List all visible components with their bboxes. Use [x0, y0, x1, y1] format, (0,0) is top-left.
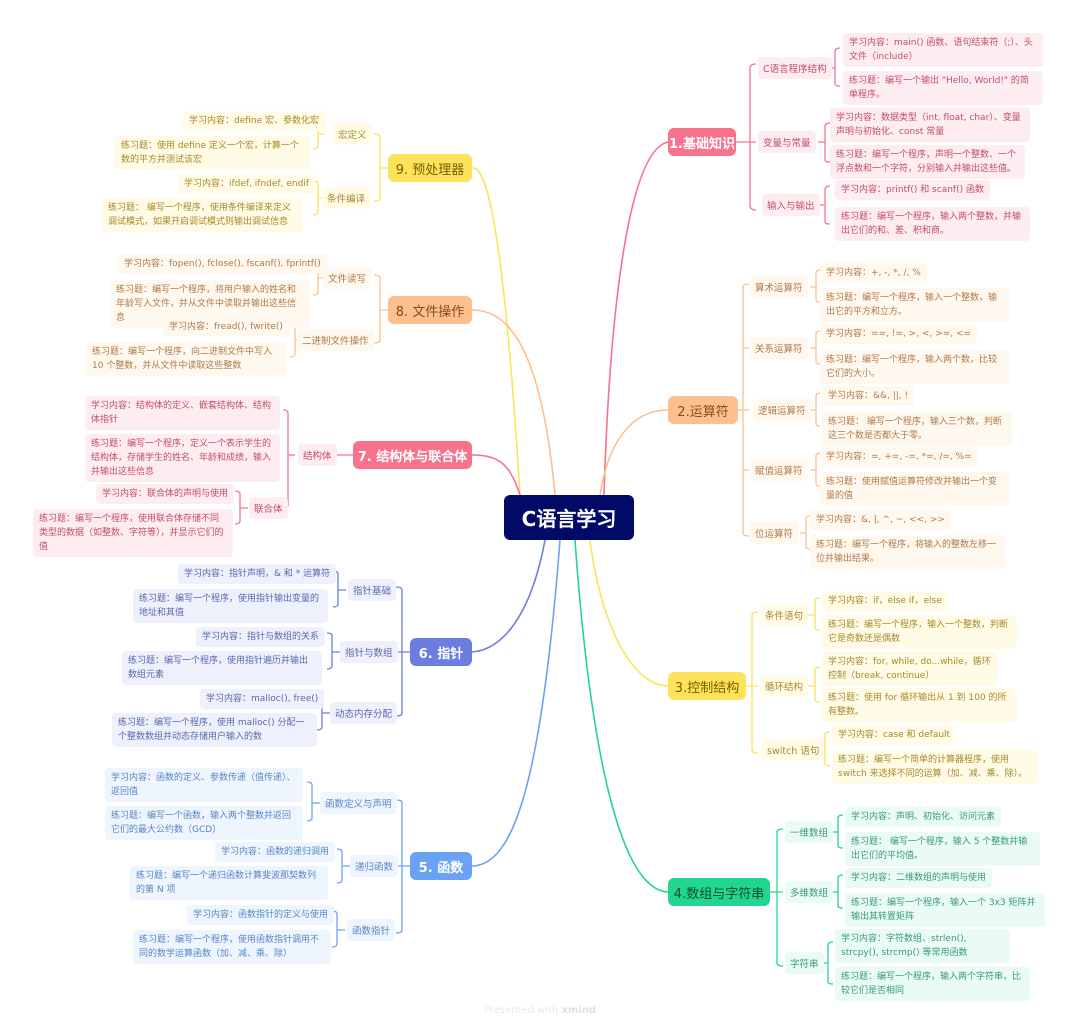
leaf-io-content[interactable]: 学习内容：printf() 和 scanf() 函数 — [835, 180, 990, 200]
leaf-pointer-basics-content[interactable]: 学习内容：指针声明，& 和 * 运算符 — [178, 564, 337, 584]
watermark-brand: xmind — [561, 1005, 597, 1016]
leaf-recursion-exercise[interactable]: 练习题：编写一个递归函数计算斐波那契数列的第 N 项 — [130, 866, 328, 900]
leaf-bitwise-content[interactable]: 学习内容：&, |, ^, ~, <<, >> — [810, 510, 951, 530]
subtopic-func-pointers[interactable]: 函数指针 — [347, 919, 396, 941]
subtopic-file-rw[interactable]: 文件读写 — [323, 267, 372, 289]
leaf-io-exercise[interactable]: 练习题：编写一个程序，输入两个整数，并输出它们的和、差、积和商。 — [835, 207, 1030, 241]
subtopic-binary-file[interactable]: 二进制文件操作 — [297, 329, 374, 351]
topic-file-ops[interactable]: 8. 文件操作 — [388, 296, 472, 324]
leaf-relational-exercise[interactable]: 练习题：编写一个程序，输入两个数，比较它们的大小。 — [820, 350, 1010, 384]
leaf-conditionals-exercise[interactable]: 练习题：编写一个程序，输入一个整数，判断它是奇数还是偶数 — [822, 615, 1017, 649]
subtopic-conditionals[interactable]: 条件语句 — [760, 604, 809, 626]
leaf-pointer-basics-exercise[interactable]: 练习题：编写一个程序，使用指针输出变量的地址和其值 — [133, 589, 328, 623]
subtopic-switch[interactable]: switch 语句 — [762, 739, 825, 761]
topic-control-structures[interactable]: 3.控制结构 — [668, 672, 746, 700]
watermark: Presented with xmind — [0, 1005, 1080, 1016]
subtopic-pointers-arrays[interactable]: 指针与数组 — [340, 641, 398, 663]
subtopic-multi-arrays[interactable]: 多维数组 — [785, 881, 834, 903]
topic-operators[interactable]: 2.运算符 — [668, 396, 738, 424]
subtopic-variables[interactable]: 变量与常量 — [758, 131, 816, 153]
leaf-assignment-content[interactable]: 学习内容：=, +=, -=, *=, /=, %= — [820, 447, 978, 467]
topic-preprocessor[interactable]: 9. 预处理器 — [388, 154, 472, 182]
leaf-file-rw-content[interactable]: 学习内容：fopen(), fclose(), fscanf(), fprint… — [118, 254, 327, 274]
leaf-macros-exercise[interactable]: 练习题：使用 define 定义一个宏，计算一个数的平方并测试该宏 — [115, 136, 310, 170]
leaf-func-definition-exercise[interactable]: 练习题：编写一个函数，输入两个整数并返回它们的最大公约数（GCD） — [105, 806, 303, 840]
leaf-unions-exercise[interactable]: 练习题：编写一个程序，使用联合体存储不同类型的数据（如整数、字符等），并显示它们… — [33, 509, 233, 557]
leaf-structs-exercise[interactable]: 练习题：编写一个程序，定义一个表示学生的结构体，存储学生的姓名、年龄和成绩，输入… — [85, 434, 280, 482]
leaf-dynamic-memory-exercise[interactable]: 练习题：编写一个程序，使用 malloc() 分配一个整数数组并动态存储用户输入… — [112, 713, 317, 747]
topic-functions[interactable]: 5. 函数 — [410, 852, 472, 880]
leaf-dynamic-memory-content[interactable]: 学习内容：malloc(), free() — [200, 689, 325, 709]
subtopic-pointer-basics[interactable]: 指针基础 — [348, 579, 397, 601]
subtopic-io[interactable]: 输入与输出 — [762, 194, 820, 216]
leaf-switch-exercise[interactable]: 练习题：编写一个简单的计算器程序，使用 switch 来选择不同的运算（加、减、… — [832, 750, 1037, 784]
leaf-variables-content[interactable]: 学习内容：数据类型（int, float, char）、变量声明与初始化、con… — [830, 108, 1030, 142]
leaf-conditional-compile-exercise[interactable]: 练习题： 编写一个程序，使用条件编译来定义调试模式，如果开启调试模式则输出调试信… — [102, 198, 302, 232]
leaf-arithmetic-content[interactable]: 学习内容：+, -, *, /, % — [820, 263, 927, 283]
leaf-variables-exercise[interactable]: 练习题：编写一个程序，声明一个整数、一个浮点数和一个字符，分别输入并输出这些值。 — [830, 145, 1025, 179]
subtopic-strings[interactable]: 字符串 — [785, 952, 824, 974]
leaf-switch-content[interactable]: 学习内容：case 和 default — [832, 725, 957, 745]
leaf-program-structure-content[interactable]: 学习内容：main() 函数、语句结束符（;）、头文件（include） — [843, 33, 1043, 67]
leaf-func-definition-content[interactable]: 学习内容：函数的定义、参数传递（值传递）、返回值 — [105, 768, 303, 802]
leaf-conditionals-content[interactable]: 学习内容：if，else if，else — [822, 591, 948, 611]
subtopic-1d-arrays[interactable]: 一维数组 — [785, 821, 834, 843]
leaf-1d-arrays-content[interactable]: 学习内容：声明、初始化、访问元素 — [845, 807, 1002, 827]
leaf-logical-exercise[interactable]: 练习题： 编写一个程序，输入三个数，判断这三个数是否都大于零。 — [822, 412, 1012, 446]
leaf-binary-file-exercise[interactable]: 练习题：编写一个程序，向二进制文件中写入 10 个整数，并从文件中读取这些整数 — [86, 342, 286, 376]
topic-basics[interactable]: 1.基础知识 — [668, 128, 736, 156]
subtopic-unions[interactable]: 联合体 — [249, 497, 288, 519]
subtopic-macros[interactable]: 宏定义 — [333, 123, 372, 145]
leaf-logical-content[interactable]: 学习内容：&&, ||, ! — [822, 386, 915, 406]
subtopic-logical[interactable]: 逻辑运算符 — [753, 399, 811, 421]
leaf-pointers-arrays-content[interactable]: 学习内容：指针与数组的关系 — [196, 627, 326, 647]
subtopic-loops[interactable]: 循环结构 — [760, 675, 809, 697]
leaf-pointers-arrays-exercise[interactable]: 练习题：编写一个程序，使用指针遍历并输出数组元素 — [122, 651, 322, 685]
subtopic-program-structure[interactable]: C语言程序结构 — [758, 57, 832, 79]
leaf-program-structure-exercise[interactable]: 练习题：编写一个输出 "Hello, World!" 的简单程序。 — [843, 71, 1043, 105]
central-topic[interactable]: C语言学习 — [504, 495, 634, 540]
leaf-multi-arrays-exercise[interactable]: 练习题：编写一个程序，输入一个 3x3 矩阵并输出其转置矩阵 — [845, 893, 1045, 927]
leaf-relational-content[interactable]: 学习内容：==, !=, >, <, >=, <= — [820, 324, 978, 344]
leaf-recursion-content[interactable]: 学习内容：函数的递归调用 — [215, 842, 336, 862]
leaf-strings-content[interactable]: 学习内容：字符数组、strlen(), strcpy(), strcmp() 等… — [835, 929, 1010, 963]
leaf-arithmetic-exercise[interactable]: 练习题：编写一个程序，输入一个整数，输出它的平方和立方。 — [820, 288, 1010, 322]
leaf-binary-file-content[interactable]: 学习内容：fread(), fwrite() — [163, 317, 289, 337]
subtopic-assignment[interactable]: 赋值运算符 — [750, 459, 808, 481]
leaf-1d-arrays-exercise[interactable]: 练习题： 编写一个程序，输入 5 个整数并输出它们的平均值。 — [845, 832, 1040, 866]
leaf-assignment-exercise[interactable]: 练习题：使用赋值运算符修改并输出一个变量的值 — [820, 472, 1010, 506]
leaf-func-pointers-exercise[interactable]: 练习题：编写一个程序，使用函数指针调用不同的数学运算函数（加、减、乘、除） — [133, 930, 331, 964]
subtopic-func-definition[interactable]: 函数定义与声明 — [320, 792, 397, 814]
subtopic-arithmetic[interactable]: 算术运算符 — [750, 276, 808, 298]
subtopic-bitwise[interactable]: 位运算符 — [750, 522, 799, 544]
leaf-unions-content[interactable]: 学习内容：联合体的声明与使用 — [96, 484, 235, 504]
leaf-bitwise-exercise[interactable]: 练习题：编写一个程序，将输入的整数左移一位并输出结果。 — [810, 535, 1005, 569]
topic-structs-unions[interactable]: 7. 结构体与联合体 — [353, 441, 472, 469]
leaf-conditional-compile-content[interactable]: 学习内容：ifdef, ifndef, endif — [178, 174, 315, 194]
subtopic-recursion[interactable]: 递归函数 — [350, 855, 399, 877]
topic-pointers[interactable]: 6. 指针 — [410, 638, 472, 666]
leaf-strings-exercise[interactable]: 练习题：编写一个程序，输入两个字符串，比较它们是否相同 — [835, 967, 1030, 1001]
subtopic-dynamic-memory[interactable]: 动态内存分配 — [330, 702, 398, 724]
leaf-macros-content[interactable]: 学习内容：define 宏、参数化宏 — [183, 111, 326, 131]
leaf-loops-content[interactable]: 学习内容：for, while, do...while，循环控制（break, … — [822, 652, 997, 686]
subtopic-conditional-compile[interactable]: 条件编译 — [322, 187, 371, 209]
leaf-func-pointers-content[interactable]: 学习内容：函数指针的定义与使用 — [187, 905, 335, 925]
topic-arrays-strings[interactable]: 4.数组与字符串 — [668, 878, 770, 906]
leaf-loops-exercise[interactable]: 练习题：使用 for 循环输出从 1 到 100 的所有整数。 — [822, 688, 1017, 722]
leaf-multi-arrays-content[interactable]: 学习内容：二维数组的声明与使用 — [845, 868, 993, 888]
subtopic-relational[interactable]: 关系运算符 — [750, 337, 808, 359]
leaf-structs-content[interactable]: 学习内容：结构体的定义、嵌套结构体、结构体指针 — [85, 396, 280, 430]
watermark-prefix: Presented with — [483, 1005, 559, 1016]
subtopic-structs[interactable]: 结构体 — [298, 444, 337, 466]
